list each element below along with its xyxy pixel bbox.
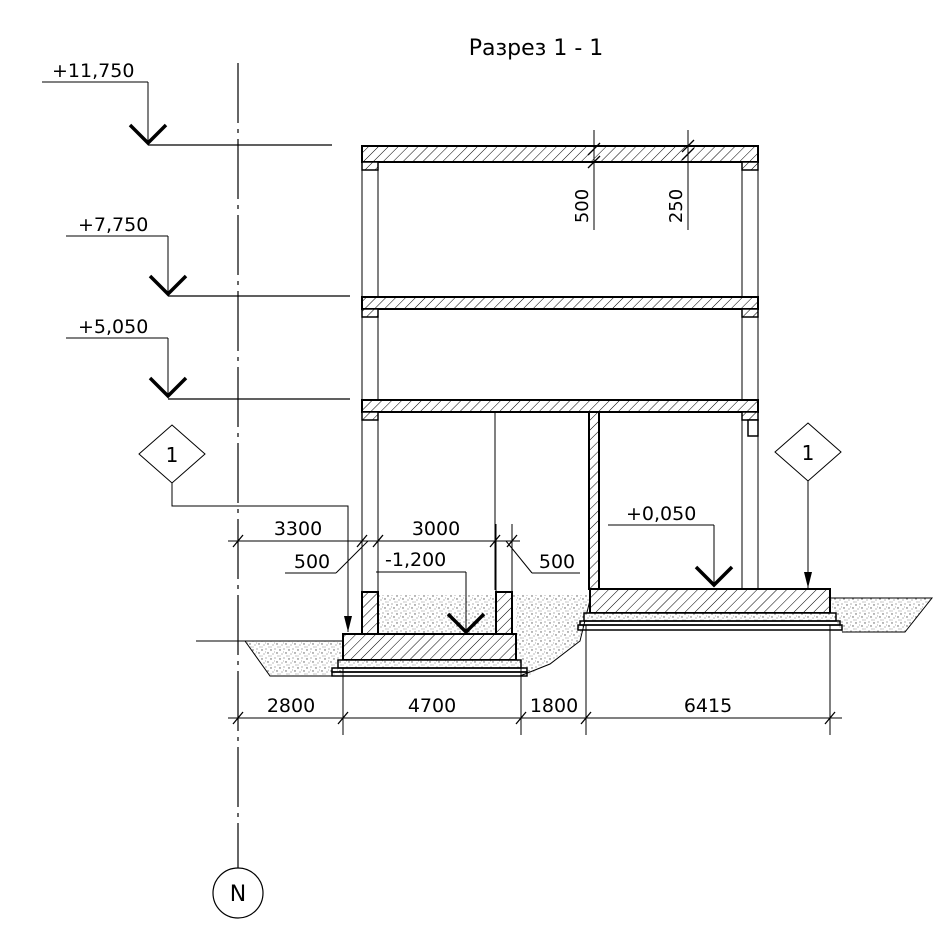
section-marker-left-label: 1 (166, 443, 179, 467)
interior-wall (588, 411, 600, 590)
grid-axis-bubble (212, 867, 264, 919)
dim-label-1800: 1800 (530, 695, 578, 717)
level-label-0050: +0,050 (626, 503, 696, 525)
roof-slab (361, 145, 759, 171)
left-foundation (331, 591, 528, 677)
level-mark-11750: +11,750 (42, 60, 332, 146)
level-mark-5050: +5,050 (66, 316, 350, 400)
dim-label-250-slab: 250 (666, 189, 687, 223)
soil-left (245, 641, 343, 676)
dim-label-500-right: 500 (539, 551, 575, 573)
dim-label-500-slab: 500 (572, 189, 593, 223)
dim-label-500-left: 500 (294, 551, 330, 573)
left-column (361, 162, 379, 590)
level-label-7750: +7,750 (78, 214, 148, 236)
upper-dimension-chain: 3300 3000 500 500 (228, 518, 580, 592)
excavation-outline-right (830, 597, 934, 633)
section-marker-left: 1 (138, 424, 352, 632)
soil-right (830, 598, 932, 632)
level-label-5050: +5,050 (78, 316, 148, 338)
excavation-outline-left (244, 640, 345, 677)
right-column (741, 162, 759, 588)
level-mark-neg1200: -1,200 (376, 549, 486, 635)
floor-slab-2 (361, 296, 759, 318)
drawing-title: Разрез 1 - 1 (469, 36, 604, 61)
dim-label-3300: 3300 (274, 518, 322, 540)
section-marker-right-label: 1 (802, 441, 815, 465)
level-mark-7750: +7,750 (66, 214, 350, 297)
dim-label-4700: 4700 (408, 695, 456, 717)
dim-label-3000: 3000 (412, 518, 460, 540)
lower-dimension-chain: 2800 4700 1800 6415 (228, 625, 842, 735)
grid-axis-label: N (230, 882, 246, 907)
slab-thickness-dim-250: 250 (666, 130, 695, 230)
section-marker-right: 1 (774, 422, 842, 588)
slab-thickness-dim-500: 500 (572, 130, 601, 230)
floor-slab-1 (361, 399, 759, 437)
level-mark-0050: +0,050 (608, 503, 734, 588)
dim-label-6415: 6415 (684, 695, 732, 717)
soil-middle (376, 595, 590, 676)
level-label-11750: +11,750 (52, 60, 134, 82)
level-label-neg1200: -1,200 (385, 549, 446, 571)
dim-label-2800: 2800 (267, 695, 315, 717)
right-foundation (577, 588, 843, 631)
